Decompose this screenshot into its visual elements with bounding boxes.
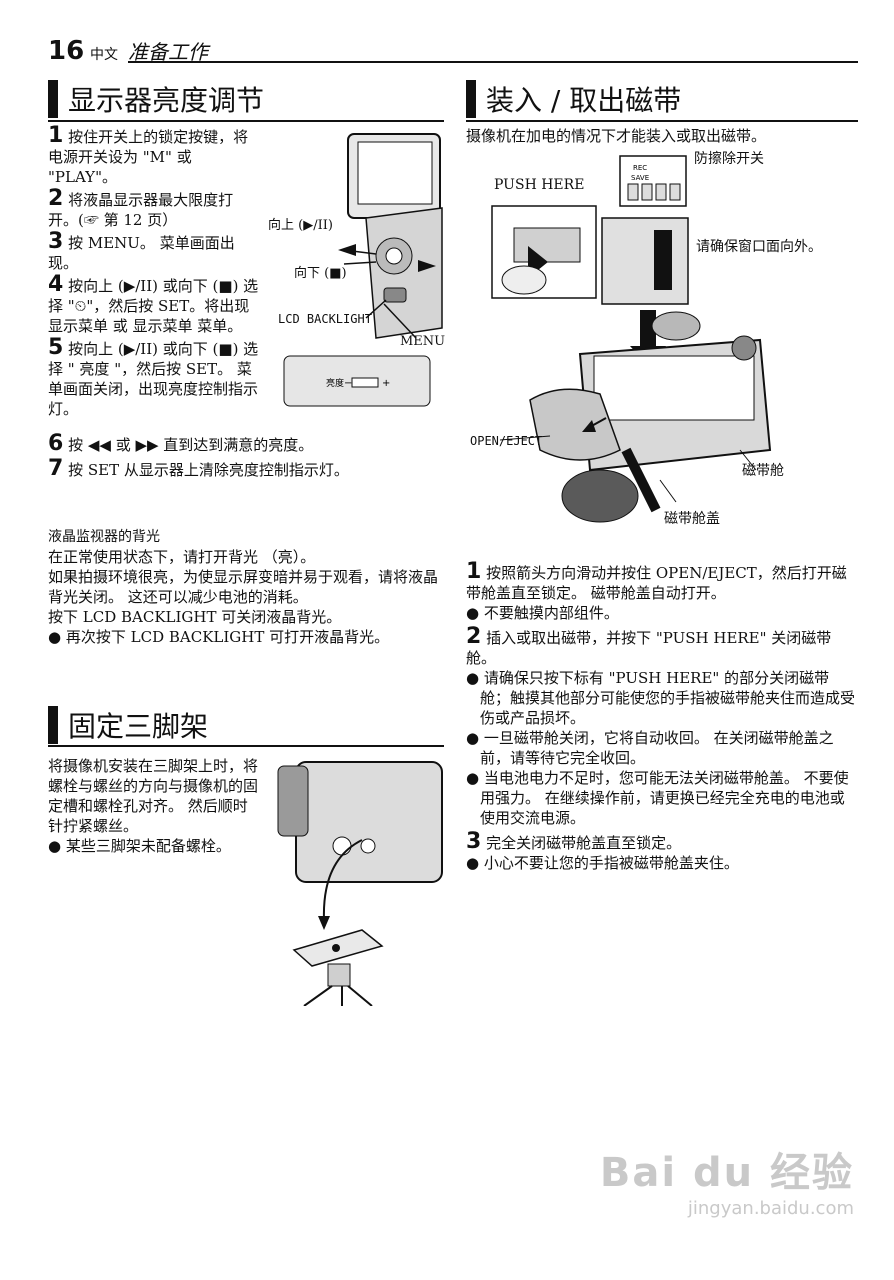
label-cassette-cover: 磁带舱盖 <box>664 511 720 527</box>
step-number: 2 <box>466 624 482 649</box>
step: 5 按向上 (▶/II) 或向下 (■) 选择 " 亮度 "，然后按 SET。 … <box>48 335 260 419</box>
paragraph: 如果拍摄环境很亮，为使显示屏变暗并易于观看，请将液晶背光关闭。 这还可以减少电池… <box>48 568 439 606</box>
section-title-text: 装入 / 取出磁带 <box>486 84 682 117</box>
step-number: 1 <box>48 123 64 148</box>
bullet: ● 不要触摸内部组件。 <box>466 604 619 622</box>
language-label: 中文 <box>90 47 118 63</box>
label-erase-switch: 防擦除开关 <box>694 151 764 167</box>
tripod-text: 将摄像机安装在三脚架上时，将螺栓与螺丝的方向与摄像机的固定槽和螺栓孔对齐。 然后… <box>48 756 258 856</box>
bullet: ● 某些三脚架未配备螺栓。 <box>48 837 231 855</box>
step: 2 插入或取出磁带，并按下 "PUSH HERE" 关闭磁带舱。 <box>466 624 858 668</box>
paragraph: 将摄像机安装在三脚架上时，将螺栓与螺丝的方向与摄像机的固定槽和螺栓孔对齐。 然后… <box>48 757 259 835</box>
label-cassette-holder: 磁带舱 <box>742 463 784 479</box>
paragraph: 按下 LCD BACKLIGHT 可关闭液晶背光。 <box>48 608 342 626</box>
step: 3 完全关闭磁带舱盖直至锁定。 <box>466 829 858 854</box>
label-menu: MENU <box>400 334 446 349</box>
brightness-label: 亮度 <box>326 377 344 389</box>
tripod-mount-illustration <box>272 750 448 1006</box>
step-text: 完全关闭磁带舱盖直至锁定。 <box>486 834 682 852</box>
header-rule <box>128 61 858 63</box>
bullet: ● 一旦磁带舱关闭，它将自动收回。 在关闭磁带舱盖之前，请等待它完全收回。 <box>466 729 834 767</box>
backlight-section: 液晶监视器的背光 在正常使用状态下，请打开背光 （亮）。 如果拍摄环境很亮，为使… <box>48 527 448 647</box>
bullet: ● 再次按下 LCD BACKLIGHT 可打开液晶背光。 <box>48 628 390 646</box>
watermark: Bai du 经验 jingyan.baidu.com <box>600 1140 854 1219</box>
step-number: 2 <box>48 186 64 211</box>
rec-label: REC <box>633 164 647 172</box>
minus-sign: − <box>344 378 352 389</box>
section-title-tripod: 固定三脚架 <box>48 704 208 746</box>
section-title-brightness: 显示器亮度调节 <box>48 78 264 120</box>
brightness-steps-2: 6 按 ◀◀ 或 ▶▶ 直到达到满意的亮度。 7 按 SET 从显示器上清除亮度… <box>48 430 448 480</box>
step-text: 插入或取出磁带，并按下 "PUSH HERE" 关闭磁带舱。 <box>466 629 832 667</box>
title-bar <box>48 80 58 118</box>
step-text: 按向上 (▶/II) 或向下 (■) 选择 " 亮度 "，然后按 SET。 菜单… <box>48 340 259 418</box>
step-text: 按向上 (▶/II) 或向下 (■) 选择 "⏲"，然后按 SET。将出现 显示… <box>48 277 259 335</box>
step-number: 6 <box>48 431 64 456</box>
label-lcd-backlight: LCD BACKLIGHT <box>278 312 372 326</box>
label-window-out: 请确保窗口面向外。 <box>696 239 822 255</box>
camcorder-menu-illustration: 亮度 − + <box>266 128 446 410</box>
cassette-intro: 摄像机在加电的情况下才能装入或取出磁带。 <box>466 127 767 145</box>
bullet: ● 当电池电力不足时，您可能无法关闭磁带舱盖。 不要使用强力。 在继续操作前，请… <box>466 769 849 827</box>
step-text: 按 SET 从显示器上清除亮度控制指示灯。 <box>68 461 349 479</box>
step-number: 3 <box>466 829 482 854</box>
step-text: 将液晶显示器最大限度打开。(☞ 第 12 页） <box>48 191 234 229</box>
step-text: 按住开关上的锁定按键，将电源开关设为 "M" 或 "PLAY"。 <box>48 128 249 186</box>
save-label: SAVE <box>631 174 649 182</box>
step-text: 按 MENU。 菜单画面出现。 <box>48 234 235 272</box>
label-up: 向上 (▶/II) <box>268 218 333 233</box>
section-title-cassette: 装入 / 取出磁带 <box>466 78 681 120</box>
section-title-text: 显示器亮度调节 <box>68 84 265 117</box>
page-number: 16 <box>48 36 85 66</box>
brightness-steps-1: 1 按住开关上的锁定按键，将电源开关设为 "M" 或 "PLAY"。 2 将液晶… <box>48 123 260 419</box>
step: 3 按 MENU。 菜单画面出现。 <box>48 229 260 273</box>
step-number: 3 <box>48 229 64 254</box>
section-title-text: 固定三脚架 <box>68 710 209 743</box>
plus-sign: + <box>382 378 390 389</box>
step-text: 按照箭头方向滑动并按住 OPEN/EJECT，然后打开磁带舱盖直至锁定。 磁带舱… <box>466 564 847 602</box>
bullet: ● 小心不要让您的手指被磁带舱盖夹住。 <box>466 854 739 872</box>
step-number: 4 <box>48 272 64 297</box>
step: 4 按向上 (▶/II) 或向下 (■) 选择 "⏲"，然后按 SET。将出现 … <box>48 272 260 336</box>
label-open-eject: OPEN/EJECT <box>470 434 543 448</box>
step: 1 按住开关上的锁定按键，将电源开关设为 "M" 或 "PLAY"。 <box>48 123 260 187</box>
subsection-title: 液晶监视器的背光 <box>48 529 160 545</box>
section-rule <box>48 120 444 122</box>
label-push-here: PUSH HERE <box>494 177 585 193</box>
watermark-brand: Bai du 经验 <box>599 1150 854 1196</box>
step: 7 按 SET 从显示器上清除亮度控制指示灯。 <box>48 456 448 481</box>
step-number: 1 <box>466 559 482 584</box>
watermark-url: jingyan.baidu.com <box>687 1198 854 1219</box>
step-number: 7 <box>48 456 64 481</box>
bullet: ● 请确保只按下标有 "PUSH HERE" 的部分关闭磁带舱；触摸其他部分可能… <box>466 669 856 727</box>
section-rule <box>48 745 444 747</box>
title-bar <box>48 706 58 744</box>
section-rule <box>466 120 858 122</box>
step: 2 将液晶显示器最大限度打开。(☞ 第 12 页） <box>48 186 260 230</box>
title-bar <box>466 80 476 118</box>
label-down: 向下 (■) <box>294 266 347 281</box>
cassette-steps: 1 按照箭头方向滑动并按住 OPEN/EJECT，然后打开磁带舱盖直至锁定。 磁… <box>466 559 858 873</box>
section-header: 准备工作 <box>128 40 208 64</box>
cassette-loading-illustration: REC SAVE <box>470 150 860 530</box>
step: 1 按照箭头方向滑动并按住 OPEN/EJECT，然后打开磁带舱盖直至锁定。 磁… <box>466 559 858 603</box>
step-text: 按 ◀◀ 或 ▶▶ 直到达到满意的亮度。 <box>68 436 314 454</box>
paragraph: 在正常使用状态下，请打开背光 （亮）。 <box>48 548 316 566</box>
step-number: 5 <box>48 335 64 360</box>
step: 6 按 ◀◀ 或 ▶▶ 直到达到满意的亮度。 <box>48 431 448 456</box>
